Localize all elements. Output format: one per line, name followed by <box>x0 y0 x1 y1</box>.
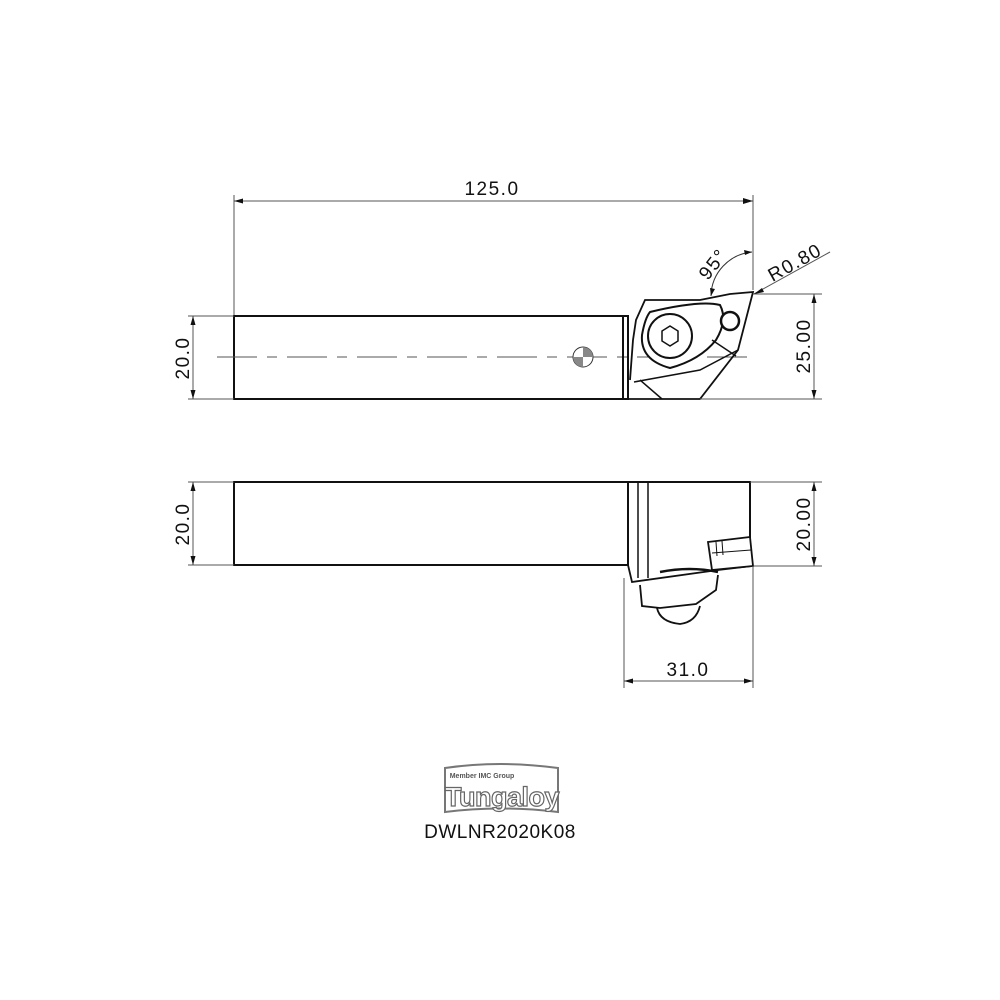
side-view: 20.0 20.00 31.0 <box>173 481 822 688</box>
width-dimension: 31.0 <box>667 660 710 681</box>
angle-dimension: 95° <box>695 245 732 284</box>
part-number: DWLNR2020K08 <box>424 822 576 843</box>
side-overall-height-dimension: 20.00 <box>794 496 815 551</box>
side-height-dimension: 20.0 <box>173 503 194 546</box>
tungaloy-logo: Member IMC Group Tungaloy <box>444 763 561 814</box>
logo-brand: Tungaloy <box>445 782 559 812</box>
hex-screw-icon <box>661 325 679 347</box>
top-height-dimension: 20.0 <box>173 337 194 380</box>
radius-dimension: R0.80 <box>765 240 826 287</box>
top-view: 125.0 20.0 25.00 <box>173 179 831 400</box>
overall-height-dimension: 25.00 <box>794 318 815 373</box>
length-dimension: 125.0 <box>464 179 519 200</box>
logo-tagline: Member IMC Group <box>450 773 515 780</box>
center-mark-icon <box>572 346 594 368</box>
